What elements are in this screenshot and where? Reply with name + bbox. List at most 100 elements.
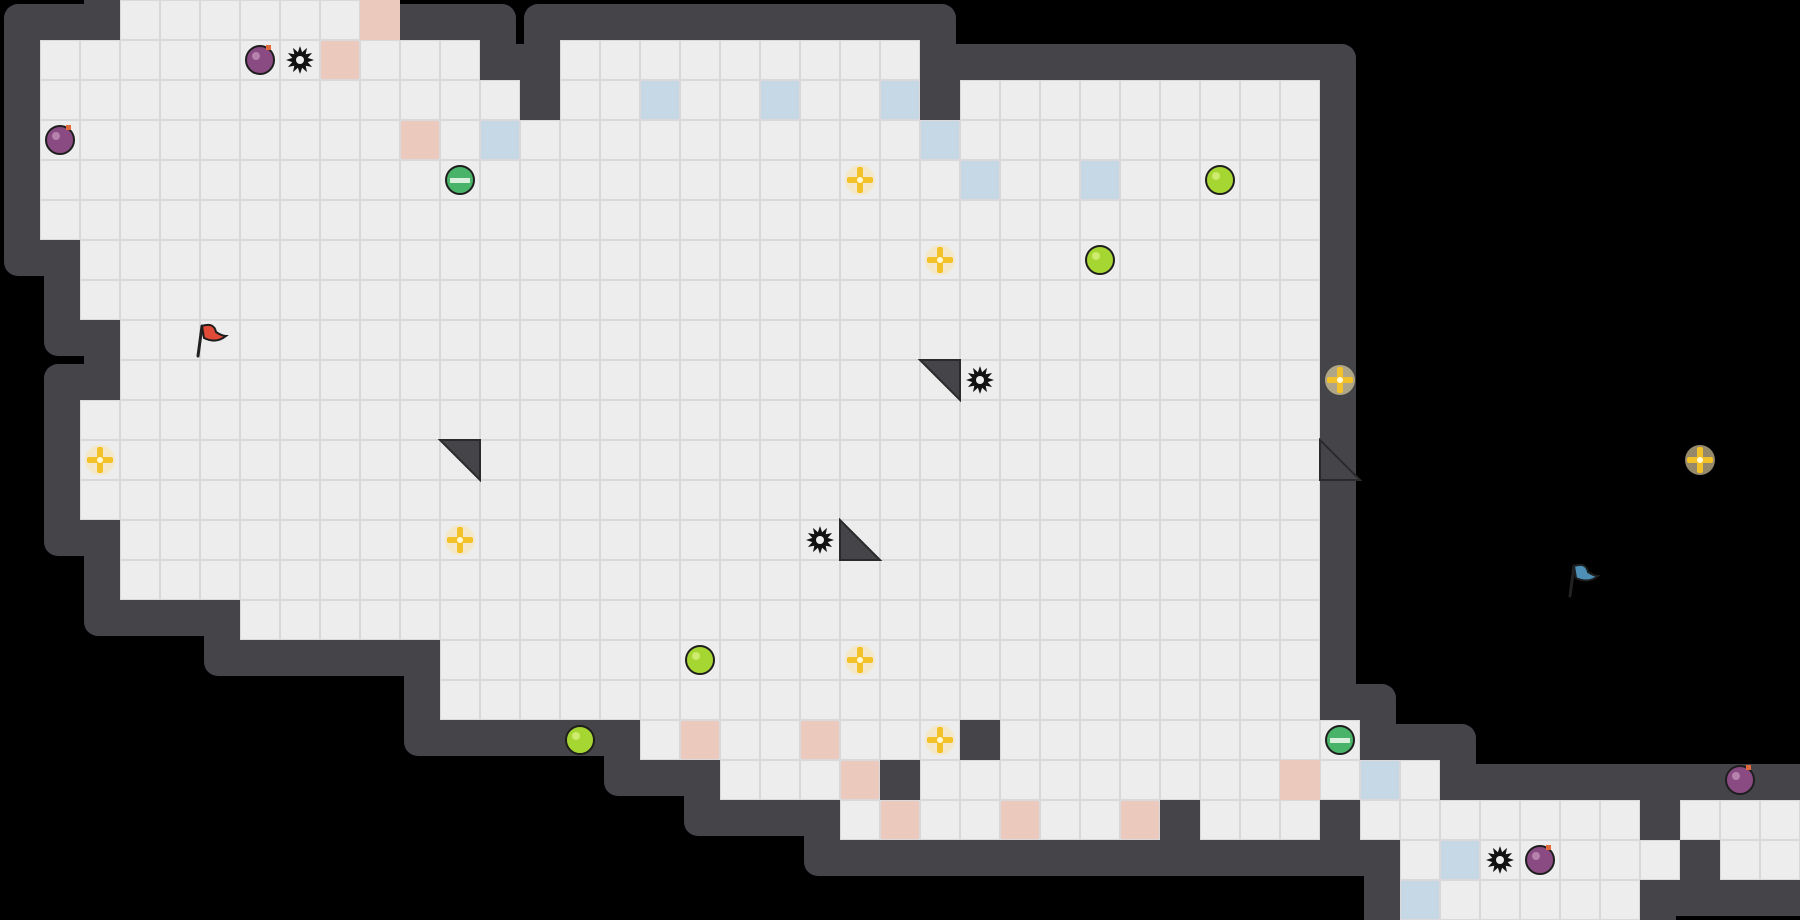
floor-tile <box>1000 560 1040 600</box>
floor-tile <box>1080 280 1120 320</box>
floor-strip <box>920 760 1280 800</box>
bomb-icon <box>1525 845 1555 875</box>
floor-tile <box>80 440 120 480</box>
floor-tile <box>1200 640 1240 680</box>
floor-tile <box>1000 120 1040 160</box>
floor-tile <box>720 640 760 680</box>
floor-tile <box>880 160 920 200</box>
floor-tile <box>440 520 480 560</box>
floor-tile <box>480 680 520 720</box>
floor-tile <box>1200 560 1240 600</box>
bomb-fuse <box>266 45 271 50</box>
floor-tile <box>480 520 520 560</box>
floor-tile <box>1120 640 1160 680</box>
floor-tile <box>400 160 440 200</box>
floor-tile <box>600 440 640 480</box>
floor-tile <box>560 520 600 560</box>
floor-tile <box>840 160 880 200</box>
floor-tile <box>360 320 400 360</box>
floor-tile <box>1120 760 1160 800</box>
floor-tile <box>640 680 680 720</box>
floor-tile <box>1120 120 1160 160</box>
floor-tile <box>920 520 960 560</box>
floor-tile <box>760 40 800 80</box>
floor-tile <box>320 520 360 560</box>
floor-tile <box>880 120 920 160</box>
speed-boost-icon <box>845 165 875 195</box>
floor-tile <box>760 720 800 760</box>
floor-tile <box>360 360 400 400</box>
floor-tile <box>1000 240 1040 280</box>
floor-tile <box>1000 800 1040 840</box>
floor-tile <box>200 440 240 480</box>
floor-tile <box>760 520 800 560</box>
floor-tile <box>40 40 80 80</box>
floor-tile <box>280 80 320 120</box>
floor-tile <box>1360 800 1400 840</box>
angled-wall-wedge <box>1319 437 1363 481</box>
floor-tile <box>840 240 880 280</box>
floor-tile <box>520 680 560 720</box>
floor-tile <box>1120 440 1160 480</box>
floor-tile <box>760 480 800 520</box>
floor-tile <box>40 80 80 120</box>
boost-core <box>857 177 863 183</box>
floor-tile <box>320 240 360 280</box>
red-team-tile <box>1280 760 1320 800</box>
floor-tile <box>40 120 80 160</box>
floor-tile <box>800 680 840 720</box>
floor-tile <box>320 160 360 200</box>
floor-tile <box>640 240 680 280</box>
spike-center <box>976 376 984 384</box>
floor-strip <box>960 80 1320 120</box>
flag-cloth <box>1572 563 1601 582</box>
floor-strip <box>1000 720 1360 760</box>
floor-tile <box>720 480 760 520</box>
angled-wall-wedge <box>437 439 481 483</box>
floor-tile <box>160 80 200 120</box>
floor-tile <box>280 40 320 80</box>
floor-tile <box>1200 360 1240 400</box>
floor-tile <box>480 280 520 320</box>
floor-tile <box>1040 680 1080 720</box>
floor-tile <box>1400 760 1440 800</box>
floor-tile <box>920 560 960 600</box>
floor-tile <box>640 720 680 760</box>
floor-tile <box>1240 240 1280 280</box>
floor-tile <box>1280 200 1320 240</box>
floor-tile <box>1360 760 1400 800</box>
floor-tile <box>680 240 720 280</box>
floor-tile <box>440 160 480 200</box>
floor-tile <box>1240 320 1280 360</box>
blue-team-tile <box>920 120 960 160</box>
floor-tile <box>880 360 920 400</box>
floor-tile <box>1000 720 1040 760</box>
floor-tile <box>1280 400 1320 440</box>
floor-tile <box>200 360 240 400</box>
floor-tile <box>640 200 680 240</box>
floor-tile <box>1160 560 1200 600</box>
floor-tile <box>160 40 200 80</box>
floor-tile <box>1200 280 1240 320</box>
floor-tile <box>1000 480 1040 520</box>
floor-tile <box>440 120 480 160</box>
floor-tile <box>1120 480 1160 520</box>
floor-tile <box>1200 480 1240 520</box>
floor-tile <box>1040 240 1080 280</box>
floor-tile <box>760 640 800 680</box>
floor-tile <box>240 520 280 560</box>
floor-tile <box>880 440 920 480</box>
floor-tile <box>1080 120 1120 160</box>
floor-tile <box>320 400 360 440</box>
floor-tile <box>400 80 440 120</box>
bomb-icon <box>1725 765 1755 795</box>
floor-tile <box>480 320 520 360</box>
floor-tile <box>600 520 640 560</box>
floor-tile <box>880 40 920 80</box>
floor-tile <box>240 560 280 600</box>
floor-tile <box>600 40 640 80</box>
floor-tile <box>360 80 400 120</box>
floor-tile <box>320 600 360 640</box>
floor-tile <box>320 200 360 240</box>
